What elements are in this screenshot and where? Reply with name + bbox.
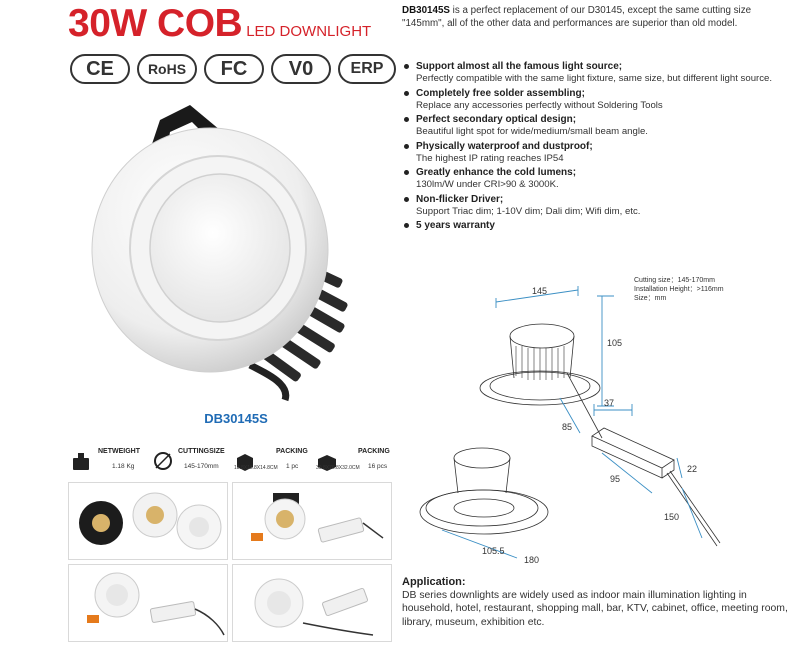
box-icon bbox=[237, 454, 253, 471]
title-main: 30W COB bbox=[68, 2, 243, 45]
spec-value-dimensions: 18.8X18.8X14.8CM bbox=[234, 465, 278, 471]
feature-desc: The highest IP rating reaches IP54 bbox=[416, 152, 564, 164]
spec-value-dimensions: 39.8X76.8X32.0CM bbox=[316, 465, 360, 471]
application-section: Application: DB series downlights are wi… bbox=[402, 576, 797, 629]
model-label: DB30145S bbox=[204, 411, 268, 426]
feature-head: Support almost all the famous light sour… bbox=[416, 61, 623, 72]
thumbnail-tilted-downlight-driver bbox=[232, 564, 392, 642]
spec-value: 145-170mm bbox=[184, 463, 219, 470]
driver-cable bbox=[566, 372, 603, 439]
feature-head: Completely free solder assembling; bbox=[416, 87, 585, 99]
application-text: DB series downlights are widely used as … bbox=[402, 590, 788, 628]
bullet-icon bbox=[404, 170, 409, 175]
bottom-light-heatsink bbox=[453, 447, 511, 469]
spec-value: 1.18 Kg bbox=[112, 463, 135, 470]
intro-paragraph: DB30145S is a perfect replacement of our… bbox=[402, 4, 792, 30]
certification-badges: CE RoHS FC V0 ERP bbox=[70, 54, 396, 84]
dim-145: 145 bbox=[532, 286, 547, 296]
note-installation-height: Installation Height：>116mm bbox=[634, 286, 724, 293]
bullet-icon bbox=[404, 90, 409, 96]
dimension-diagram: Cutting size：145-170mm Installation Heig… bbox=[419, 277, 724, 565]
feature-item: 5 years warranty bbox=[404, 219, 796, 232]
bullet-icon bbox=[404, 117, 409, 122]
bullet-icon bbox=[404, 223, 409, 228]
driver-box bbox=[591, 427, 675, 469]
scale-icon bbox=[73, 453, 89, 470]
feature-desc: Perfectly compatible with the same light… bbox=[416, 73, 773, 84]
downlight-product-image bbox=[91, 105, 348, 402]
ce-badge: CE bbox=[70, 54, 130, 84]
dim-105-5: 105.5 bbox=[482, 546, 505, 556]
thumb-image bbox=[254, 578, 374, 636]
spec-packing-carton: PACKING 39.8X76.8X32.0CM 16 pcs bbox=[316, 448, 400, 480]
feature-head: Perfect secondary optical design; bbox=[416, 114, 577, 125]
spec-value-count: 16 pcs bbox=[368, 463, 388, 470]
thumb-image bbox=[79, 492, 222, 550]
thumbnail-downlight-with-driver bbox=[232, 482, 392, 560]
power-cable bbox=[248, 361, 290, 402]
feature-head: 5 years warranty bbox=[416, 220, 495, 231]
feature-desc: Support Triac dim; 1-10V dim; Dali dim; … bbox=[416, 205, 641, 217]
bullet-icon bbox=[404, 196, 409, 202]
feature-item: Physically waterproof and dustproof; The… bbox=[404, 140, 796, 166]
thumb-image bbox=[251, 493, 384, 543]
spec-title: PACKING bbox=[358, 448, 390, 455]
title-sub: LED DOWNLIGHT bbox=[246, 23, 372, 40]
intro-model: DB30145S bbox=[402, 5, 450, 16]
feature-head: Non-flicker Driver; bbox=[416, 193, 504, 205]
feature-item: Completely free solder assembling; Repla… bbox=[404, 87, 796, 113]
feature-head: Greatly enhance the cold lumens; bbox=[416, 167, 577, 178]
dim-105: 105 bbox=[607, 338, 622, 348]
note-cutting-size: Cutting size：145-170mm bbox=[634, 277, 715, 284]
spec-title: NETWEIGHT bbox=[98, 448, 140, 455]
spec-title: PACKING bbox=[276, 448, 308, 455]
top-light-trim bbox=[489, 371, 591, 401]
feature-head: Physically waterproof and dustproof; bbox=[416, 140, 593, 152]
v0-badge: V0 bbox=[271, 54, 331, 84]
feature-desc: Beautiful light spot for wide/medium/sma… bbox=[416, 126, 648, 137]
note-size-unit: Size：mm bbox=[634, 295, 666, 302]
dim-150: 150 bbox=[664, 512, 679, 522]
feature-list: Support almost all the famous light sour… bbox=[404, 60, 796, 232]
dim-95: 95 bbox=[610, 474, 620, 484]
dim-85: 85 bbox=[562, 422, 572, 432]
erp-badge: ERP bbox=[338, 54, 396, 84]
spec-title: CUTTINGSIZE bbox=[178, 448, 225, 455]
feature-desc: Replace any accessories perfectly withou… bbox=[416, 99, 663, 111]
thumbnail-white-downlight-driver bbox=[68, 564, 228, 642]
carton-icon bbox=[318, 455, 336, 471]
fc-badge: FC bbox=[204, 54, 264, 84]
rohs-badge: RoHS bbox=[137, 54, 197, 84]
dim-37: 37 bbox=[604, 398, 614, 408]
dim-180: 180 bbox=[524, 555, 539, 565]
bullet-icon bbox=[404, 64, 409, 69]
feature-item: Greatly enhance the cold lumens; 130lm/W… bbox=[404, 166, 796, 192]
spec-value-count: 1 pc bbox=[286, 463, 299, 470]
feature-desc: 130lm/W under CRI>90 & 3000K. bbox=[416, 179, 559, 190]
application-title: Application: bbox=[402, 576, 466, 588]
dim-22: 22 bbox=[687, 464, 697, 474]
spec-cuttingsize: CUTTINGSIZE 145-170mm bbox=[152, 448, 232, 480]
top-light-heatsink bbox=[509, 323, 575, 349]
cutting-size-icon bbox=[154, 452, 172, 470]
spec-netweight: NETWEIGHT 1.18 Kg bbox=[70, 448, 150, 480]
feature-item: Non-flicker Driver; Support Triac dim; 1… bbox=[404, 193, 796, 219]
specs-row: NETWEIGHT 1.18 Kg CUTTINGSIZE 145-170mm … bbox=[70, 448, 400, 480]
thumb-image bbox=[87, 572, 225, 636]
intro-text: is a perfect replacement of our D30145, … bbox=[402, 5, 752, 29]
spec-packing-single: PACKING 18.8X18.8X14.8CM 1 pc bbox=[234, 448, 314, 480]
feature-item: Support almost all the famous light sour… bbox=[404, 60, 796, 86]
feature-item: Perfect secondary optical design; Beauti… bbox=[404, 113, 796, 139]
bullet-icon bbox=[404, 143, 409, 149]
thumbnail-three-downlights bbox=[68, 482, 228, 560]
